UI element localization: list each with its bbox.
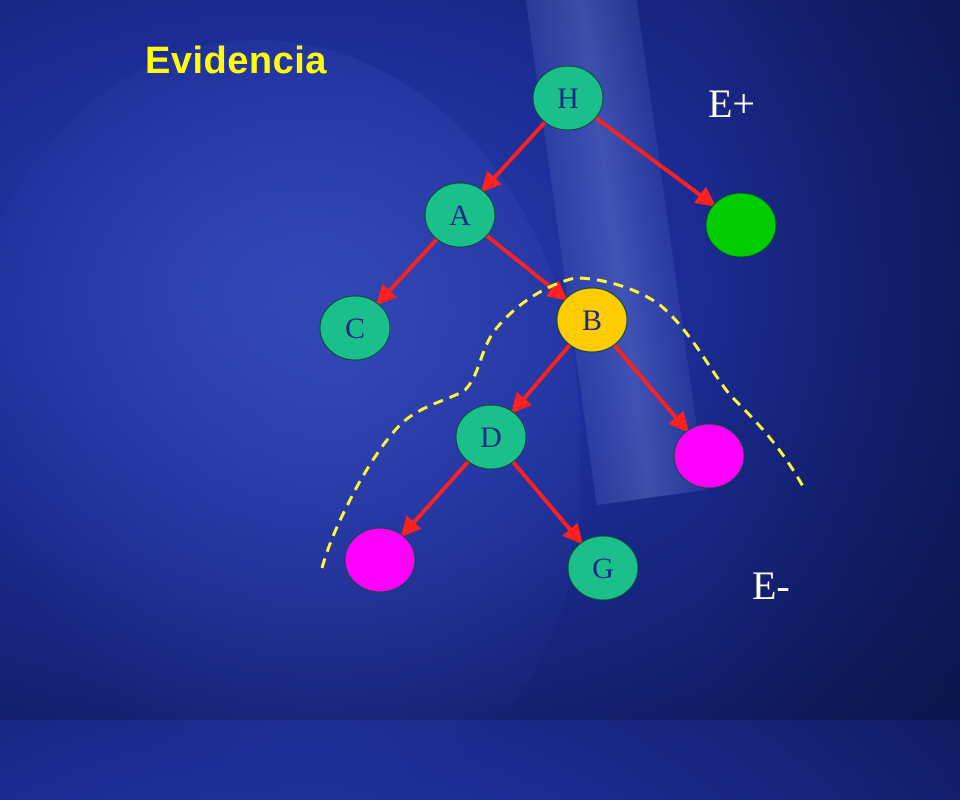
node-N1-shape bbox=[673, 423, 745, 489]
node-H: H bbox=[532, 65, 604, 131]
node-B-label: B bbox=[582, 304, 602, 337]
label-negative-evidence: E- bbox=[752, 563, 790, 608]
edges-group bbox=[375, 114, 717, 545]
label-positive-evidence: E+ bbox=[708, 81, 755, 126]
node-B-shape bbox=[556, 287, 628, 353]
node-N2-shape bbox=[344, 527, 416, 593]
tree-diagram: H A C B D G bbox=[319, 65, 807, 601]
node-A-shape bbox=[424, 182, 496, 248]
node-G-label: G bbox=[592, 552, 614, 585]
edge-D-G bbox=[509, 458, 584, 545]
node-P1 bbox=[705, 192, 777, 258]
node-G: G bbox=[567, 535, 639, 601]
node-C-shape bbox=[319, 295, 391, 361]
node-H-label: H bbox=[557, 82, 579, 115]
nodes-group: H A C B D G bbox=[319, 65, 777, 601]
edge-A-B bbox=[483, 232, 568, 302]
node-H-shape bbox=[532, 65, 604, 131]
node-B: B bbox=[556, 287, 628, 353]
edge-B-D bbox=[511, 341, 574, 414]
edge-H-A bbox=[480, 118, 549, 193]
node-N2 bbox=[344, 527, 416, 593]
node-D: D bbox=[455, 404, 527, 470]
node-P1-shape bbox=[705, 192, 777, 258]
slide-title: Evidencia bbox=[145, 40, 327, 82]
node-N1 bbox=[673, 423, 745, 489]
edge-A-C bbox=[375, 235, 441, 306]
node-C: C bbox=[319, 295, 391, 361]
node-A-label: A bbox=[449, 199, 471, 232]
node-C-label: C bbox=[345, 312, 365, 345]
edge-B-N1 bbox=[610, 341, 690, 433]
node-G-shape bbox=[567, 535, 639, 601]
node-A: A bbox=[424, 182, 496, 248]
node-D-shape bbox=[455, 404, 527, 470]
evidence-boundary-dashed-line bbox=[320, 276, 807, 569]
edge-D-N2 bbox=[400, 457, 472, 537]
edge-H-P1 bbox=[591, 114, 717, 208]
node-D-label: D bbox=[480, 421, 502, 454]
